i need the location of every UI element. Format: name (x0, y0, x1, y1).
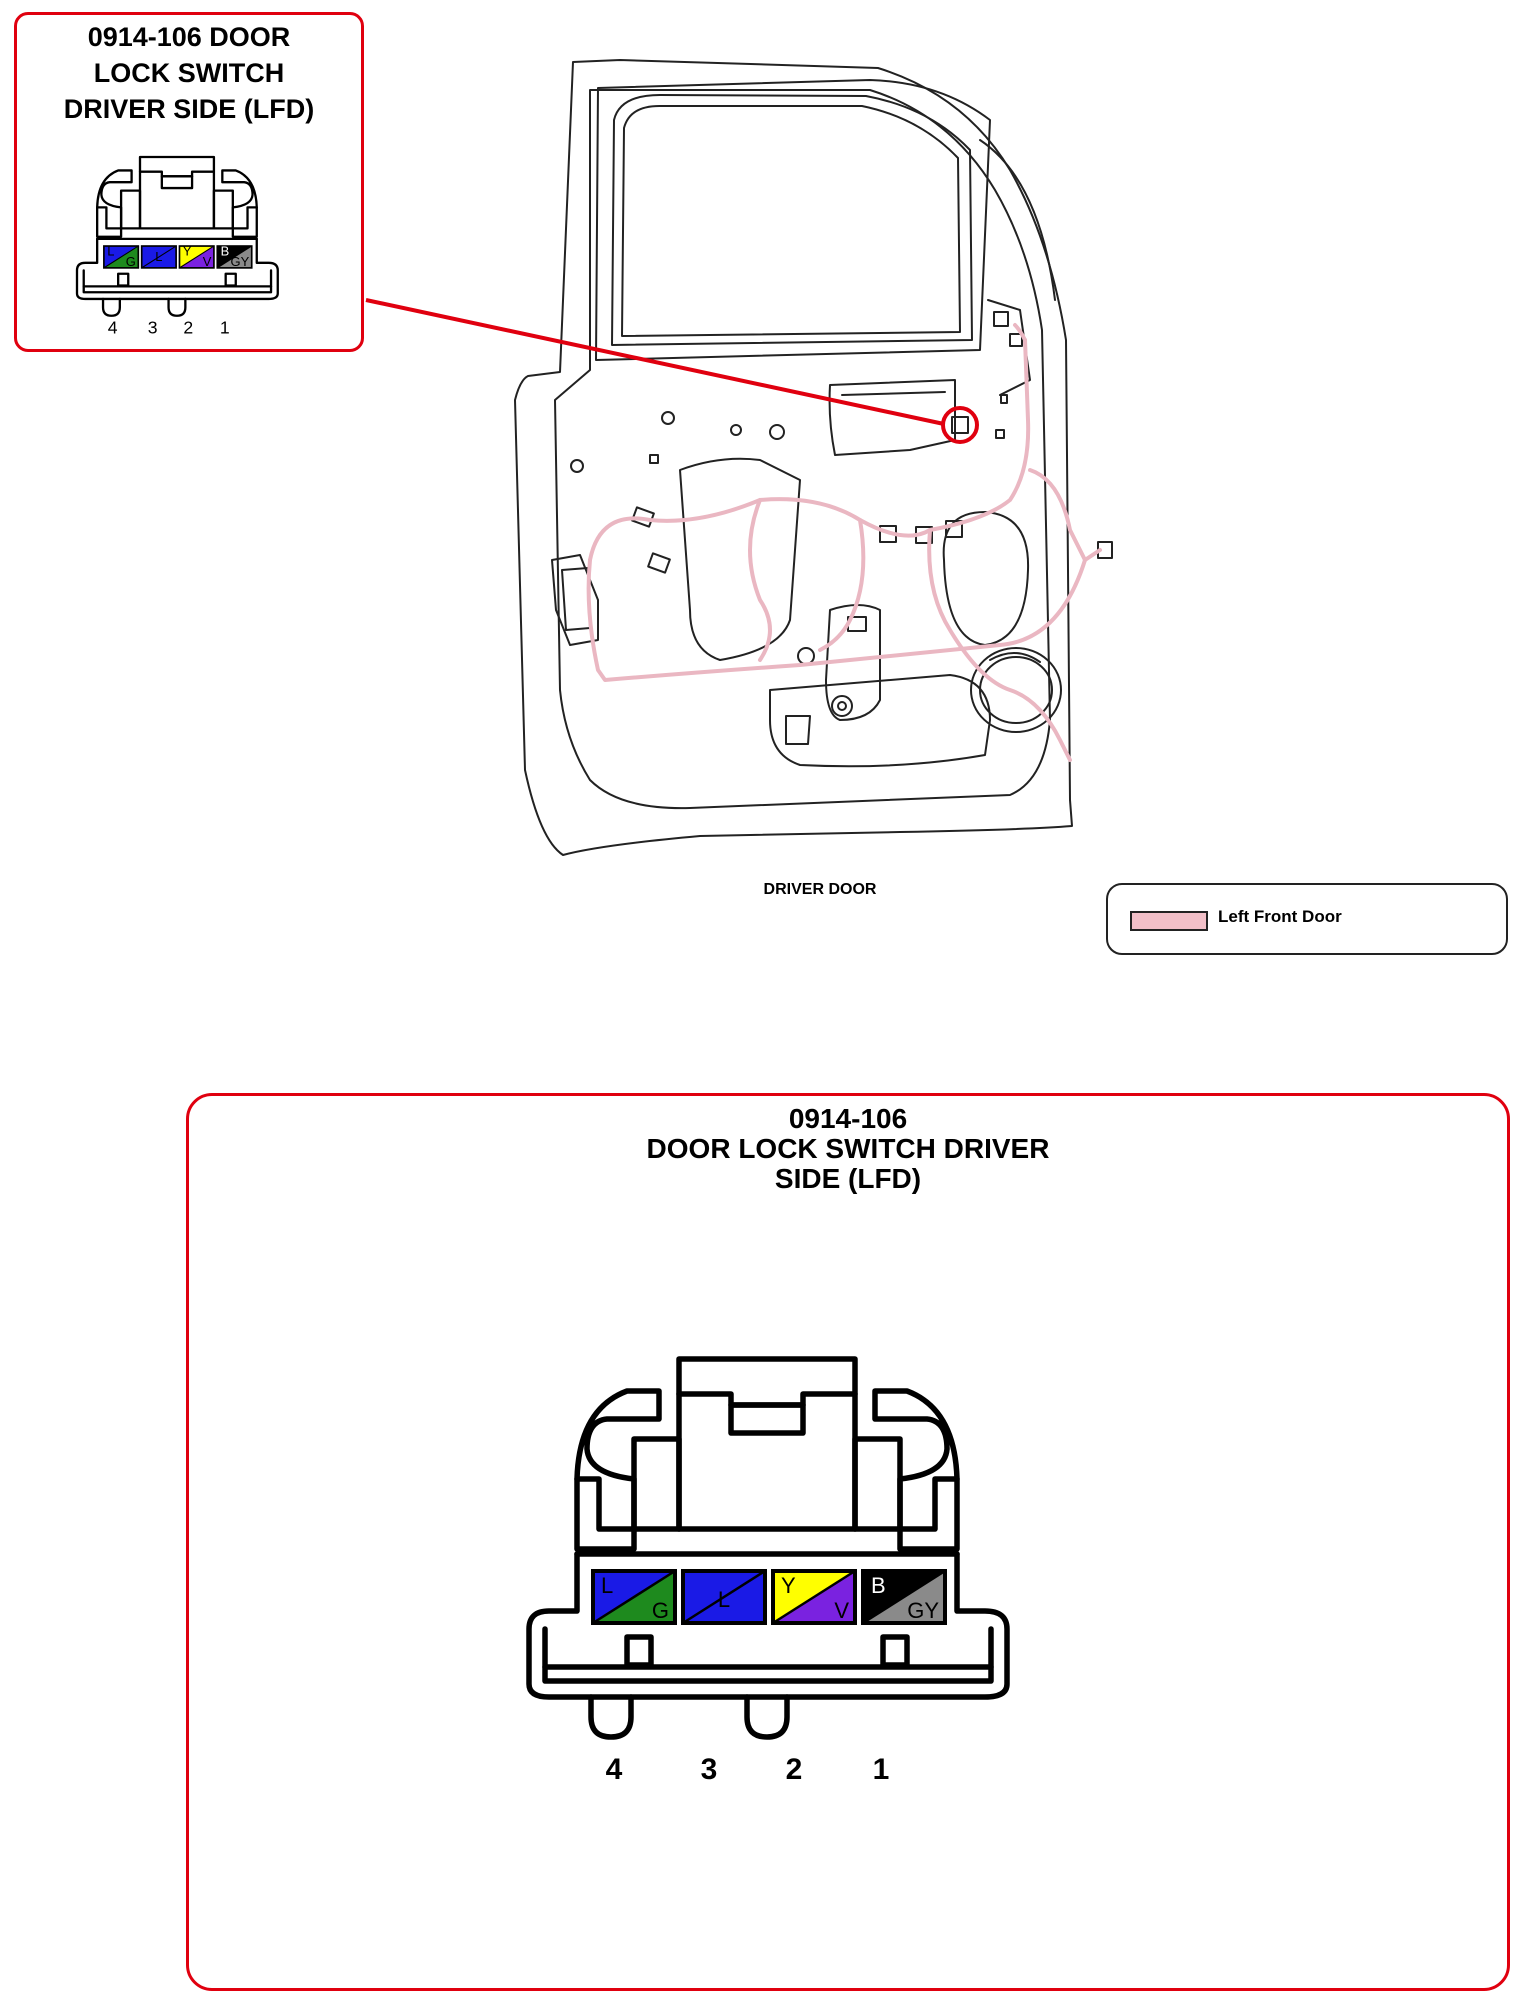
connector-callout-box: 0914-106 DOOR LOCK SWITCH DRIVER SIDE (L… (14, 12, 364, 352)
detail-pin-3-top-code: L (718, 1587, 730, 1612)
callout-pin-number-3: 3 (148, 317, 158, 337)
detail-pin-1-bottom-code: GY (907, 1598, 939, 1623)
legend-label: Left Front Door (1218, 907, 1342, 926)
window-glass (611, 94, 973, 346)
callout-cavity-pin-4: LG (103, 243, 140, 269)
lower-speaker-ring (970, 647, 1062, 733)
callout-pin-2-top-code: Y (183, 243, 192, 258)
window-frame (595, 79, 991, 361)
detail-pin-number-2: 2 (786, 1753, 803, 1786)
callout-title: 0914-106 DOOR LOCK SWITCH DRIVER SIDE (L… (63, 22, 315, 124)
callout-pin-number-2: 2 (183, 317, 193, 337)
door-caption: DRIVER DOOR (763, 881, 877, 898)
callout-pin-3-top-code: L (155, 249, 162, 264)
detail-pin-number-3: 3 (701, 1753, 718, 1786)
hinge-pillar (979, 139, 1056, 301)
inner-panel-cutout-1 (679, 457, 801, 661)
latch-assembly (551, 554, 599, 646)
handle-pocket (828, 379, 956, 456)
callout-pin-1-top-code: B (221, 243, 230, 258)
callout-pin-number-1: 1 (220, 317, 230, 337)
callout-pin-4-bottom-code: G (126, 254, 136, 269)
callout-pin-1-bottom-code: GY (231, 254, 250, 269)
detail-title: 0914-106 DOOR LOCK SWITCH DRIVER SIDE (L… (646, 1103, 1050, 1194)
callout-cavity-pin-1: BGY (216, 243, 253, 269)
detail-cavity-pin-1: B GY (861, 1569, 947, 1625)
door-outline (514, 59, 1073, 856)
legend-swatch (1130, 911, 1208, 931)
connector-location-marker (941, 406, 979, 444)
detail-cavity-pin-3: L (681, 1569, 767, 1625)
legend: Left Front Door (1106, 883, 1508, 955)
callout-cavity-pin-2: YV (178, 243, 215, 269)
callout-cavity-pin-3: L (140, 245, 177, 269)
callout-pin-4-top-code: L (107, 243, 114, 258)
detail-cavity-pin-2: YV (771, 1569, 857, 1625)
detail-pin-2-top-code: Y (781, 1573, 796, 1598)
detail-pin-number-1: 1 (873, 1753, 890, 1786)
driver-door-illustration (365, 59, 1113, 856)
detail-pin-4-bottom-code: G (652, 1598, 669, 1623)
callout-pin-number-4: 4 (108, 317, 118, 337)
callout-pin-2-bottom-code: V (203, 254, 212, 269)
door-inner-outline (554, 89, 1051, 810)
door-wire-harness (586, 323, 1102, 762)
detail-pin-4-top-code: L (601, 1573, 613, 1598)
detail-pin-1-top-code: B (871, 1573, 886, 1598)
connector-detail-box: 0914-106 DOOR LOCK SWITCH DRIVER SIDE (L… (186, 1093, 1510, 1991)
speaker-opening (942, 511, 1030, 646)
detail-cavity-pin-4: LG (591, 1569, 677, 1625)
detail-pin-number-4: 4 (606, 1753, 623, 1786)
callout-leader-line (365, 298, 945, 426)
detail-pin-2-bottom-code: V (834, 1598, 849, 1623)
